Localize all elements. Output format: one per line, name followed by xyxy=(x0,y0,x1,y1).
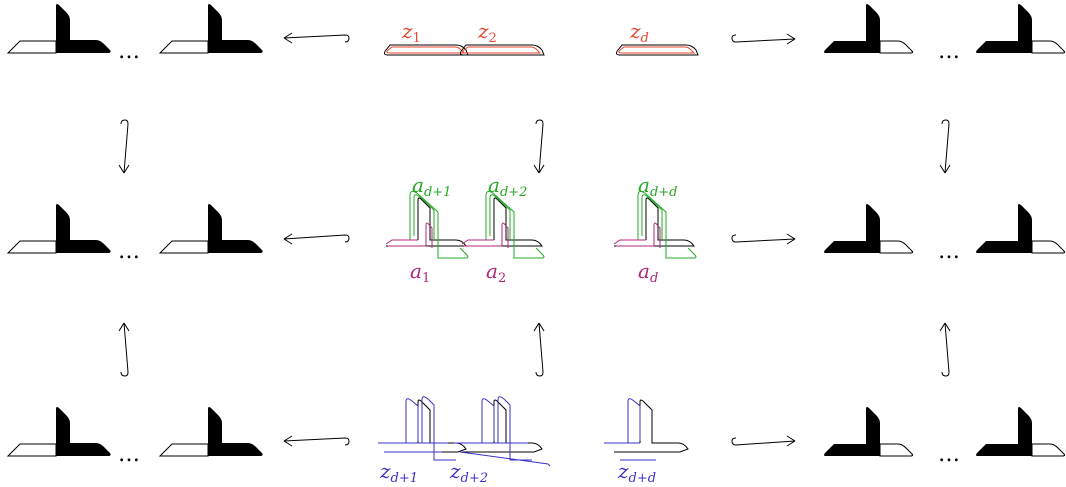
arrow-top-left xyxy=(283,32,350,44)
tile-group-d xyxy=(613,190,697,259)
arrow-down-right xyxy=(939,119,951,174)
label-z-d1: zd+1 xyxy=(379,459,418,486)
label-a2: a2 xyxy=(486,259,506,286)
label-a-d1: ad+1 xyxy=(412,173,451,200)
center-mid-row: … xyxy=(385,190,697,264)
right-top-row: … xyxy=(823,3,1066,64)
vertical-arrows xyxy=(118,119,951,377)
ellipsis: … xyxy=(938,239,960,264)
tile-group-bd xyxy=(604,398,689,461)
arrow-up-right xyxy=(939,322,951,377)
center-top-labels: z1 z2 zd xyxy=(401,19,649,46)
tile-group-2 xyxy=(461,190,545,259)
arrow-down-center xyxy=(533,119,545,174)
left-bottom-row: … xyxy=(7,406,264,467)
arrow-bottom-left xyxy=(283,435,350,447)
center-mid-lower-labels: a1 a2 ad xyxy=(410,259,658,286)
arrow-mid-right xyxy=(731,233,796,245)
label-z2: z2 xyxy=(477,19,497,46)
arrow-bottom-right xyxy=(731,435,796,447)
label-a-dd: ad+d xyxy=(638,173,677,200)
horizontal-arrows xyxy=(283,32,796,447)
ellipsis: … xyxy=(938,39,960,64)
label-ad: ad xyxy=(638,259,658,286)
left-top-row: … xyxy=(7,3,264,64)
tile-group-b1 xyxy=(378,396,467,461)
label-z-d2: zd+2 xyxy=(449,459,488,486)
label-a-d2: ad+2 xyxy=(488,173,527,200)
arrow-up-center xyxy=(533,322,545,377)
tile-group-1 xyxy=(385,190,469,259)
label-zd: zd xyxy=(629,19,649,46)
center-bottom-row: … xyxy=(378,396,689,467)
center-top-row: … xyxy=(383,39,699,64)
tile-z2 xyxy=(459,44,545,56)
center-bottom-labels: zd+1 zd+2 zd+d xyxy=(379,459,656,486)
left-mid-row: … xyxy=(7,203,264,264)
ellipsis: … xyxy=(566,442,588,467)
ellipsis: … xyxy=(566,39,588,64)
center-mid-upper-labels: ad+1 ad+2 ad+d xyxy=(412,173,677,200)
ellipsis: … xyxy=(118,239,140,264)
right-mid-row: … xyxy=(823,203,1066,264)
tile-group-b2 xyxy=(454,396,551,467)
tile-z1 xyxy=(383,44,469,56)
arrow-down-left xyxy=(118,119,130,174)
tile-zd xyxy=(615,44,699,56)
arrow-mid-left xyxy=(283,233,350,245)
ellipsis: … xyxy=(566,239,588,264)
ellipsis: … xyxy=(118,442,140,467)
ellipsis: … xyxy=(118,39,140,64)
right-bottom-row: … xyxy=(823,406,1066,467)
arrow-top-right xyxy=(731,33,796,45)
label-z-dd: zd+d xyxy=(617,459,656,486)
label-z1: z1 xyxy=(401,19,421,46)
ellipsis: … xyxy=(938,442,960,467)
label-a1: a1 xyxy=(410,259,430,286)
arrow-up-left xyxy=(118,322,130,377)
